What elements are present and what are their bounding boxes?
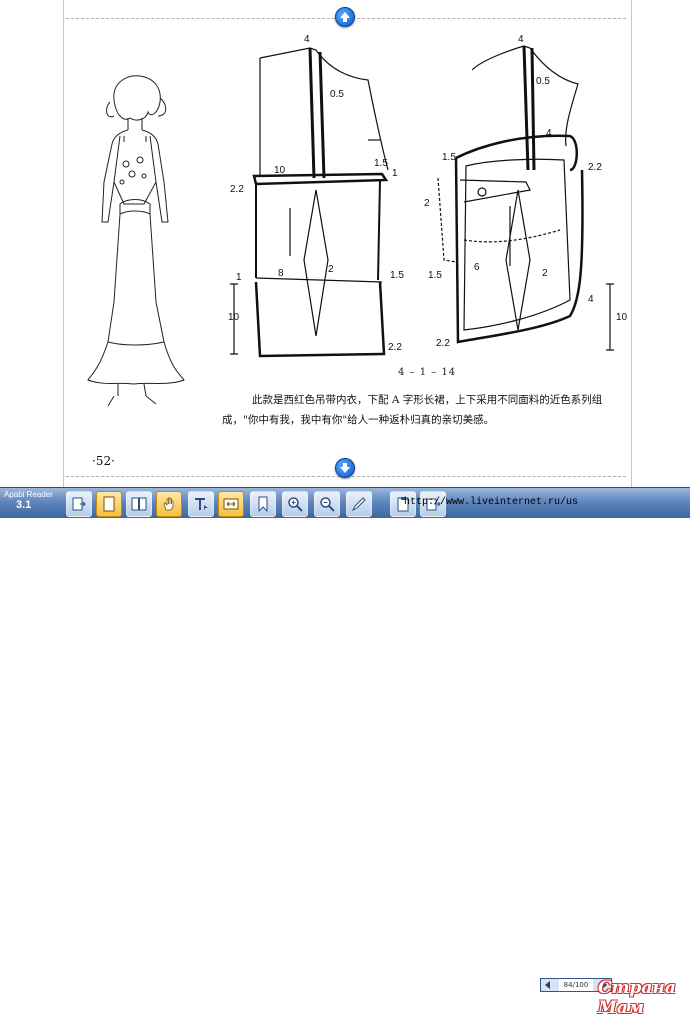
label-left-bottom-right: 2.2 <box>388 342 402 353</box>
document-viewport[interactable]: 4 0.5 1.5 1 10 2.2 1 8 2 1.5 10 2.2 <box>0 0 690 487</box>
label-right-bottom-left: 2.2 <box>436 338 450 349</box>
page-number: ·52· <box>92 454 115 468</box>
label-left-length: 10 <box>228 312 240 323</box>
text-select-button[interactable] <box>188 491 214 517</box>
fit-page-icon <box>223 498 239 510</box>
bookmark-icon <box>258 496 268 512</box>
hand-icon <box>163 497 174 511</box>
single-page-icon <box>103 496 115 512</box>
two-page-button[interactable] <box>126 491 152 517</box>
label-left-side-arrow: 1 <box>392 168 398 179</box>
zoom-in-button[interactable] <box>282 491 308 517</box>
bookmark-button[interactable] <box>250 491 276 517</box>
thumbnail-icon <box>72 497 86 511</box>
export-icon <box>426 498 441 511</box>
fit-page-button[interactable] <box>218 491 244 517</box>
label-right-side-right: 2.2 <box>588 162 602 173</box>
label-right-side-bottom: 4 <box>588 294 594 305</box>
app-version: 3.1 <box>16 499 32 511</box>
thumbnail-button[interactable] <box>66 491 92 517</box>
two-page-icon <box>131 497 147 511</box>
label-right-inner: 6 <box>474 262 480 273</box>
status-url: http://www.liveinternet.ru/us <box>404 497 579 508</box>
hand-tool-button[interactable] <box>156 491 182 517</box>
label-right-length: 10 <box>616 312 628 323</box>
arrow-down-icon[interactable] <box>335 458 355 478</box>
label-right-lower-left: 1.5 <box>428 270 442 281</box>
label-right-curve: 4 <box>546 128 552 139</box>
zoom-out-icon <box>320 497 335 512</box>
pattern-right-piece: 4 0.5 4 1.5 2.2 2 6 1.5 2 4 10 2.2 <box>424 34 628 351</box>
label-left-dart-bottom: 8 <box>278 268 284 279</box>
text-select-icon <box>195 498 208 511</box>
zoom-out-button[interactable] <box>314 491 340 517</box>
label-left-side-top: 1.5 <box>374 158 388 169</box>
app-brand: Apabi Reader 3.1 <box>4 490 53 511</box>
label-right-dart-right: 2 <box>542 268 548 279</box>
label-right-side-top: 1.5 <box>442 152 456 163</box>
pattern-left-piece: 4 0.5 1.5 1 10 2.2 1 8 2 1.5 10 2.2 <box>228 34 404 358</box>
clipboard-icon <box>397 497 409 512</box>
label-right-dart: 0.5 <box>536 76 550 87</box>
label-left-side-right: 1.5 <box>390 270 404 281</box>
pen-icon <box>351 497 366 512</box>
label-left-top: 4 <box>304 34 310 45</box>
pen-tool-button[interactable] <box>346 491 372 517</box>
figure-caption: 此款是西红色吊带内衣，下配 A 字形长裙，上下采用不同面料的近色系列组成，"你中… <box>222 394 603 426</box>
label-right-pocket: 2 <box>424 198 430 209</box>
label-left-dart-right: 2 <box>328 264 334 275</box>
label-left-dart: 0.5 <box>330 89 344 100</box>
single-page-button[interactable] <box>96 491 122 517</box>
page-right-edge <box>631 0 632 487</box>
label-right-top: 4 <box>518 34 524 45</box>
page-number-input[interactable]: 84/100 <box>559 979 593 991</box>
label-left-band: 10 <box>274 165 286 176</box>
previous-page-icon[interactable] <box>543 980 553 990</box>
fashion-figure-illustration <box>87 75 185 407</box>
figure-number: 4 – 1 – 14 <box>398 367 457 378</box>
page-left-edge <box>63 0 64 487</box>
reader-toolbar: Apabi Reader 3.1 84/100 Страна Мам <box>0 487 690 1018</box>
label-left-side-left: 1 <box>236 272 242 283</box>
site-watermark: Страна Мам <box>598 978 676 1018</box>
arrow-up-icon[interactable] <box>335 7 355 27</box>
label-left-hem-corner: 2.2 <box>230 184 244 195</box>
zoom-in-icon <box>288 497 303 512</box>
app-name: Apabi Reader <box>4 490 53 499</box>
